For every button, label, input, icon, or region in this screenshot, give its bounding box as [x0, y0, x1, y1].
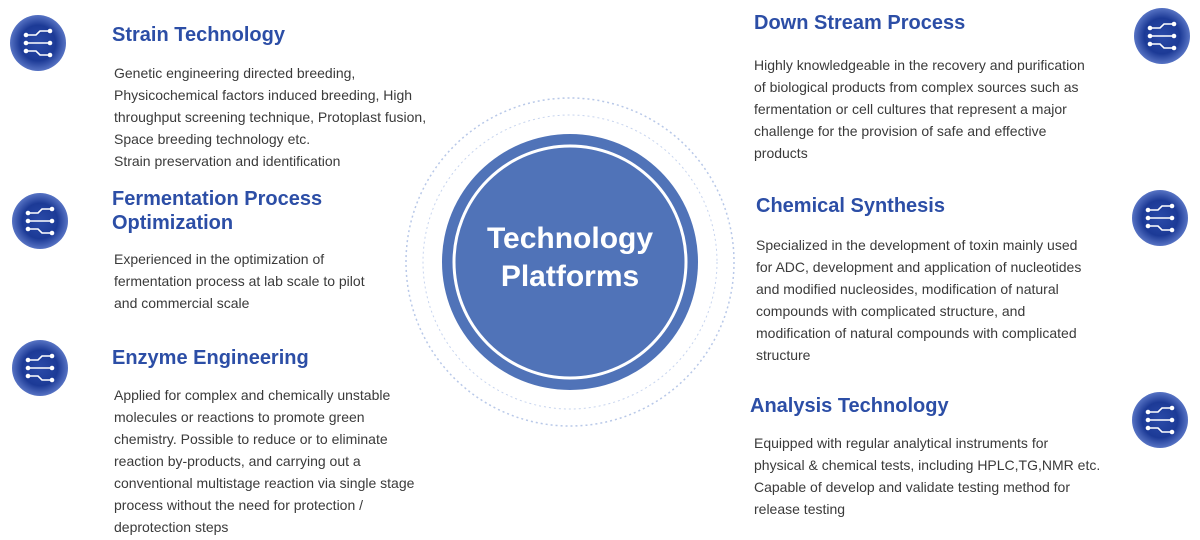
- title-line: Analysis Technology: [750, 395, 949, 417]
- outer-dotted-ring: [405, 97, 735, 427]
- desc-line: challenge for the provision of safe and …: [754, 123, 1047, 139]
- circuit-glyph: [25, 353, 55, 383]
- analysis-technology-description: Equipped with regular analytical instrum…: [754, 432, 1100, 520]
- down-stream-process-description: Highly knowledgeable in the recovery and…: [754, 54, 1085, 164]
- circuit-icon: [12, 340, 68, 396]
- inner-dotted-ring: [422, 114, 718, 410]
- circuit-glyph: [1145, 405, 1175, 435]
- desc-line: chemistry. Possible to reduce or to elim…: [114, 431, 388, 447]
- enzyme-engineering-title: Enzyme Engineering: [112, 346, 309, 370]
- desc-line: Experienced in the optimization of: [114, 251, 325, 267]
- fermentation-process-description: Experienced in the optimization of ferme…: [114, 248, 365, 314]
- desc-line: and commercial scale: [114, 295, 250, 311]
- desc-line: throughput screening technique, Protopla…: [114, 109, 427, 125]
- desc-line: for ADC, development and application of …: [756, 259, 1082, 275]
- title-line: Down Stream Process: [754, 12, 966, 34]
- circuit-glyph: [25, 206, 55, 236]
- hub-white-ring: [452, 144, 688, 380]
- desc-line: Applied for complex and chemically unsta…: [114, 387, 391, 403]
- desc-line: of biological products from complex sour…: [754, 79, 1079, 95]
- down-stream-process-title: Down Stream Process: [754, 11, 965, 35]
- hub-label-line2: Platforms: [500, 260, 640, 293]
- desc-line: modification of natural compounds with c…: [756, 325, 1077, 341]
- chemical-synthesis-title: Chemical Synthesis: [756, 194, 945, 218]
- desc-line: process without the need for protection …: [114, 497, 364, 513]
- desc-line: molecules or reactions to promote green: [114, 409, 365, 425]
- desc-line: Highly knowledgeable in the recovery and…: [754, 57, 1085, 73]
- desc-line: reaction by-products, and carrying out a: [114, 453, 361, 469]
- desc-line: and modified nucleosides, modification o…: [756, 281, 1059, 297]
- circuit-glyph: [23, 28, 53, 58]
- title-line: Enzyme Engineering: [112, 347, 309, 369]
- title-line: Chemical Synthesis: [756, 195, 945, 217]
- circuit-icon: [12, 193, 68, 249]
- desc-line: compounds with complicated structure, an…: [756, 303, 1026, 319]
- circuit-icon: [1134, 8, 1190, 64]
- circuit-glyph: [1145, 203, 1175, 233]
- analysis-technology-title: Analysis Technology: [750, 394, 949, 418]
- circuit-glyph: [1147, 21, 1177, 51]
- title-line: Fermentation Process: [112, 188, 323, 210]
- desc-line: Strain preservation and identification: [114, 153, 341, 169]
- chemical-synthesis-description: Specialized in the development of toxin …: [756, 234, 1081, 366]
- hub-label: Technology Platforms: [470, 220, 670, 296]
- desc-line: Physicochemical factors induced breeding…: [114, 87, 413, 103]
- desc-line: fermentation or cell cultures that repre…: [754, 101, 1067, 117]
- desc-line: physical & chemical tests, including HPL…: [754, 457, 1101, 473]
- desc-line: products: [754, 145, 808, 161]
- desc-line: Capable of develop and validate testing …: [754, 479, 1070, 495]
- desc-line: conventional multistage reaction via sin…: [114, 475, 415, 491]
- title-line: Strain Technology: [112, 24, 285, 46]
- desc-line: Equipped with regular analytical instrum…: [754, 435, 1049, 451]
- desc-line: structure: [756, 347, 811, 363]
- fermentation-process-title: Fermentation Process Optimization: [112, 187, 322, 235]
- desc-line: Space breeding technology etc.: [114, 131, 311, 147]
- hub-label-line1: Technology: [486, 222, 654, 255]
- desc-line: fermentation process at lab scale to pil…: [114, 273, 365, 289]
- circuit-icon: [10, 15, 66, 71]
- circuit-icon: [1132, 392, 1188, 448]
- strain-technology-description: Genetic engineering directed breeding, P…: [114, 62, 426, 172]
- hub-circle: [442, 134, 698, 390]
- title-line: Optimization: [112, 212, 234, 234]
- circuit-icon: [1132, 190, 1188, 246]
- desc-line: release testing: [754, 501, 846, 517]
- desc-line: deprotection steps: [114, 519, 229, 535]
- enzyme-engineering-description: Applied for complex and chemically unsta…: [114, 384, 414, 538]
- desc-line: Genetic engineering directed breeding,: [114, 65, 356, 81]
- strain-technology-title: Strain Technology: [112, 23, 285, 47]
- desc-line: Specialized in the development of toxin …: [756, 237, 1078, 253]
